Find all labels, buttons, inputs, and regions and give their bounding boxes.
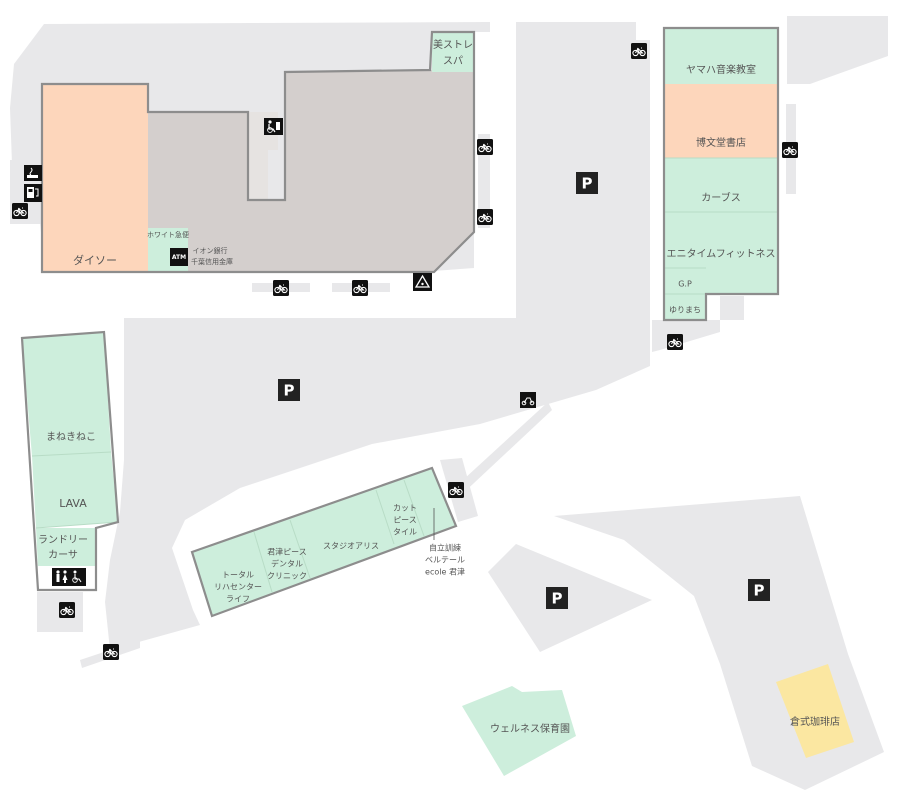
restroom-icon[interactable] — [52, 568, 86, 586]
bicycle-parking-icon[interactable] — [476, 138, 494, 156]
label-daiso: ダイソー — [73, 253, 117, 267]
south-shops-outline — [190, 466, 458, 618]
label-yamaha: ヤマハ音楽教室 — [686, 63, 756, 76]
store-yurimachi[interactable] — [664, 294, 706, 320]
label-hakubundo: 博文堂書店 — [696, 136, 746, 149]
label-cut-1: カット — [393, 504, 417, 513]
label-atm-line1: イオン銀行 — [193, 246, 228, 255]
lot-small-box — [720, 296, 744, 320]
store-labels: ダイソー ホワイト急便 イオン銀行 千葉信用金庫 美ストレ スパ ヤマハ音楽教室… — [38, 38, 840, 735]
bicycle-parking-icon[interactable] — [630, 42, 648, 60]
label-kurashiki: 倉式珈琲店 — [790, 715, 840, 728]
lot-bike-strip-3 — [478, 134, 490, 228]
main-building-floor — [148, 70, 474, 272]
label-curves: カーブス — [701, 191, 740, 204]
label-laundry-1: ランドリー — [38, 534, 88, 546]
lot-south-strip — [452, 402, 552, 498]
label-lava: LAVA — [59, 497, 87, 510]
east-building — [662, 26, 780, 322]
bicycle-parking-icon[interactable] — [447, 481, 465, 499]
label-cut-3: タイル — [393, 528, 417, 537]
lot-central — [105, 22, 650, 650]
label-white-kyubin: ホワイト急便 — [147, 230, 189, 239]
store-bisutore-spa[interactable] — [432, 32, 474, 72]
parking-marker-central[interactable]: P — [278, 379, 300, 401]
label-anytime: エニタイムフィットネス — [667, 248, 776, 260]
store-kurashiki[interactable] — [776, 664, 854, 758]
label-yurimachi: ゆりまち — [669, 306, 701, 315]
west-building-outline — [20, 330, 120, 592]
label-total-3: ライフ — [226, 595, 250, 604]
east-building-outline — [662, 26, 780, 322]
store-gp[interactable] — [664, 268, 706, 294]
label-kimitsu-2: デンタル — [271, 559, 303, 569]
store-yamaha[interactable] — [664, 28, 778, 84]
store-lava[interactable] — [32, 452, 118, 528]
svg-text:P: P — [552, 590, 563, 608]
main-building — [40, 30, 476, 274]
charging-station-icon[interactable] — [24, 184, 42, 202]
label-bisutore-2: スパ — [443, 55, 463, 67]
parking-marker-southeast[interactable]: P — [748, 579, 770, 601]
store-daiso[interactable] — [42, 84, 148, 272]
motorcycle-parking-icon[interactable] — [520, 392, 536, 408]
svg-text:P: P — [582, 175, 593, 193]
label-cut-2: ピース — [393, 516, 417, 525]
label-total-2: リハセンター — [214, 583, 262, 592]
label-studio-alice: スタジオアリス — [323, 542, 379, 551]
bicycle-parking-icon[interactable] — [781, 141, 799, 159]
south-shops-building — [190, 466, 458, 618]
bicycle-parking-icon[interactable] — [351, 279, 369, 297]
svg-text:ATM: ATM — [172, 254, 186, 261]
store-laundry[interactable] — [36, 528, 96, 568]
smoking-area-icon[interactable] — [24, 165, 42, 181]
store-hakubundo[interactable] — [664, 84, 778, 158]
lot-northeast — [787, 16, 888, 84]
label-maneki: まねきねこ — [46, 431, 96, 443]
store-curves[interactable] — [664, 158, 778, 212]
store-wellness[interactable] — [462, 686, 576, 776]
south-shops-floor[interactable] — [192, 468, 456, 616]
label-total-1: トータル — [222, 571, 254, 580]
parking-marker-north[interactable]: P — [576, 172, 598, 194]
bicycle-parking-icon[interactable] — [272, 279, 290, 297]
label-kimitsu-1: 君津ピース — [267, 547, 307, 557]
west-building — [20, 330, 120, 592]
label-laundry-2: カーサ — [48, 549, 78, 561]
store-maneki[interactable] — [22, 332, 111, 456]
bicycle-parking-icon[interactable] — [476, 208, 494, 226]
label-jiritsu-1: 自立訓練 — [429, 543, 461, 553]
label-kimitsu-3: クリニック — [267, 572, 307, 581]
lot-south-center — [488, 544, 652, 652]
recycle-icon[interactable] — [413, 273, 432, 291]
bicycle-parking-icon[interactable] — [102, 643, 120, 661]
label-wellness: ウェルネス保育園 — [490, 722, 570, 735]
atm-icon: ATM — [170, 248, 188, 266]
label-atm-line2: 千葉信用金庫 — [191, 257, 233, 266]
lot-east-strip — [652, 320, 720, 352]
label-jiritsu-3: ecole 君津 — [425, 567, 465, 577]
svg-text:P: P — [754, 582, 765, 600]
main-building-outline — [40, 30, 476, 274]
label-jiritsu-2: ベルテール — [425, 556, 465, 565]
store-anytime[interactable] — [664, 212, 778, 294]
svg-text:P: P — [284, 382, 295, 400]
label-bisutore-1: 美ストレ — [433, 38, 473, 51]
accessible-toilet-icon[interactable] — [264, 118, 283, 135]
label-gp: G.P — [678, 280, 692, 289]
bicycle-parking-icon[interactable] — [666, 333, 684, 351]
bicycle-parking-icon[interactable] — [11, 202, 29, 220]
bicycle-parking-icon[interactable] — [58, 601, 76, 619]
parking-markers: P P P P — [278, 172, 770, 609]
parking-marker-south[interactable]: P — [546, 587, 568, 609]
